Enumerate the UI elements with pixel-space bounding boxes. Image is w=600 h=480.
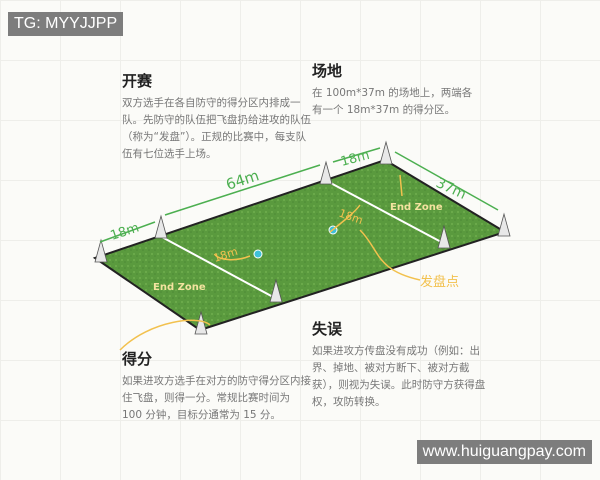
highlight-strokes xyxy=(119,174,421,351)
label-18m-left: 18m xyxy=(109,221,141,244)
section-title: 场地 xyxy=(312,62,343,80)
section-text: 如果进攻方传盘没有成功（例如：出界、掉地、被对方断下、被对方截获），则视为失误。… xyxy=(312,345,486,408)
section-text: 在 100m*37m 的场地上，两端各有一个 18m*37m 的得分区。 xyxy=(312,87,473,116)
section-scoring: 得分 如果进攻方选手在对方的防守得分区内接住飞盘，则得一分。常规比赛时间为 10… xyxy=(122,348,312,424)
label-pull-point: 发盘点 xyxy=(420,274,459,290)
section-kickoff: 开赛 双方选手在各自防守的得分区内排成一队。先防守的队伍把飞盘扔给进攻的队伍（称… xyxy=(122,70,312,163)
watermark-bottom-right: www.huiguangpay.com xyxy=(416,440,592,464)
measure-arrows xyxy=(99,147,499,243)
label-endzone-right: End Zone xyxy=(390,202,443,213)
section-turnover: 失误 如果进攻方传盘没有成功（例如：出界、掉地、被对方断下、被对方截获），则视为… xyxy=(312,318,487,411)
watermark-top-left: TG: MYYJJPP xyxy=(8,12,124,36)
disc-left xyxy=(253,249,263,259)
label-endzone-left: End Zone xyxy=(153,282,206,293)
section-title: 得分 xyxy=(122,350,153,368)
section-text: 如果进攻方选手在对方的防守得分区内接住飞盘，则得一分。常规比赛时间为 100 分… xyxy=(122,375,311,421)
section-field: 场地 在 100m*37m 的场地上，两端各有一个 18m*37m 的得分区。 xyxy=(312,60,482,119)
endzone-line-right xyxy=(324,179,446,245)
label-18m-top: 18m xyxy=(339,148,371,170)
section-text: 双方选手在各自防守的得分区内排成一队。先防守的队伍把飞盘扔给进攻的队伍（称为“发… xyxy=(122,97,311,160)
endzone-line-left xyxy=(159,235,276,299)
cones xyxy=(94,140,511,335)
section-title: 失误 xyxy=(312,320,343,338)
section-title: 开赛 xyxy=(122,72,153,90)
